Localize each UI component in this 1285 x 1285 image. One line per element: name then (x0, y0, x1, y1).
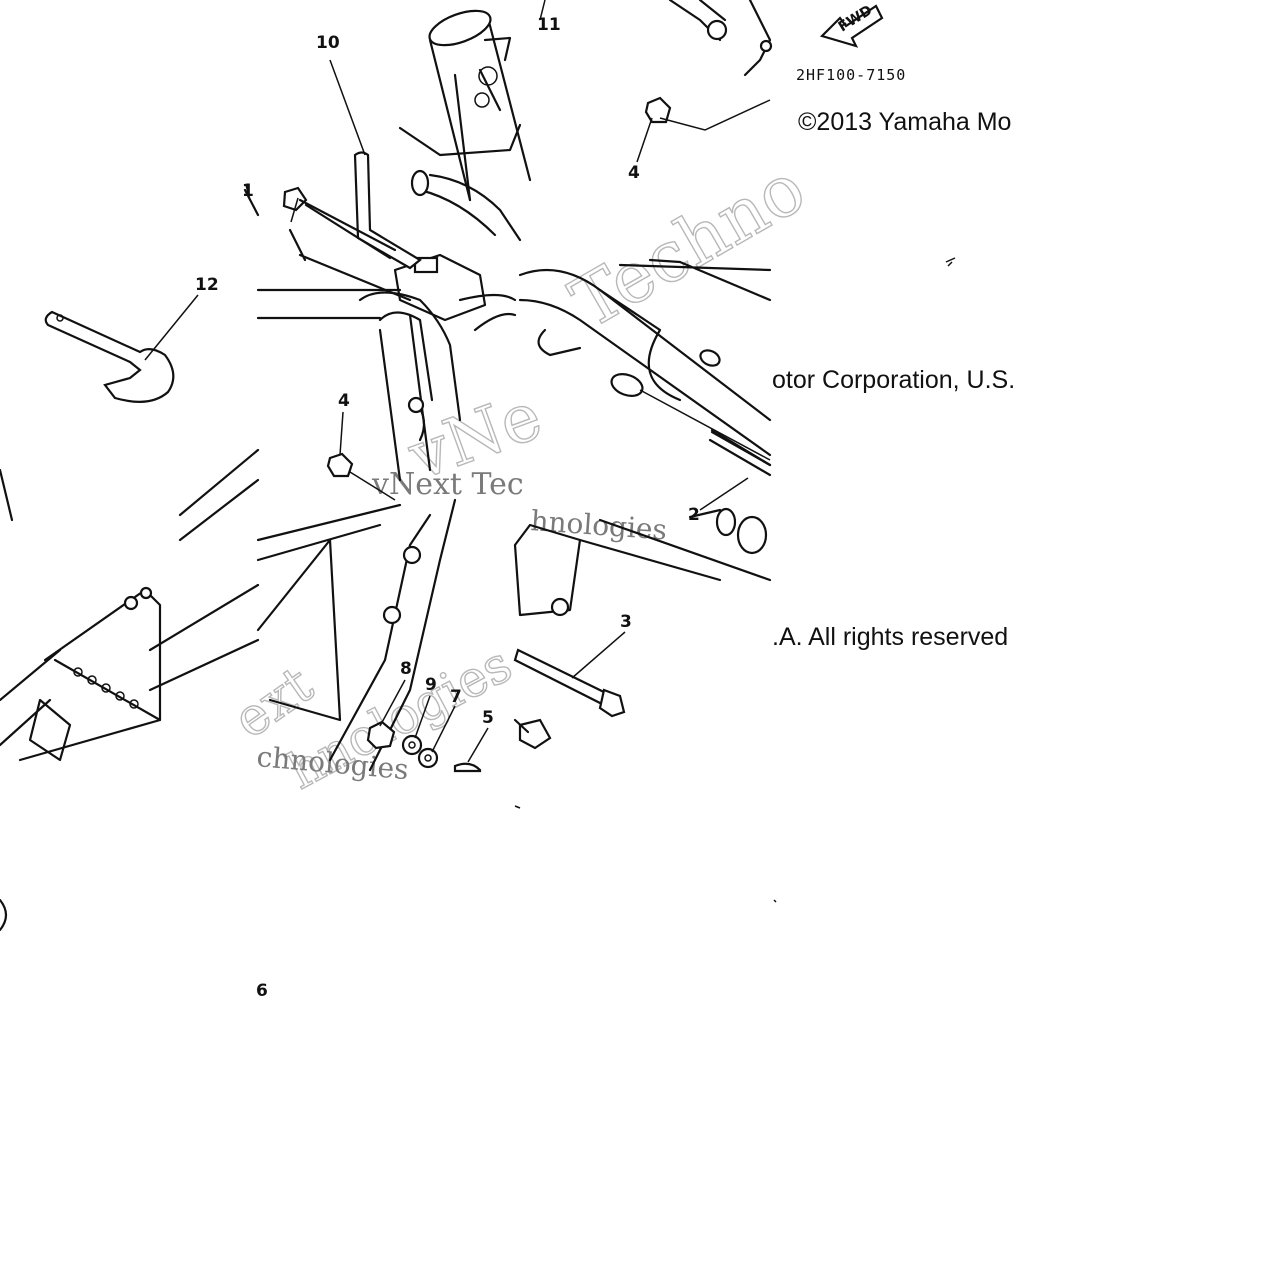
part-10-bent-rod (353, 151, 422, 270)
callout-10: 10 (316, 33, 340, 53)
part-4-nut-middle (326, 452, 354, 478)
part-code: 2HF100-7150 (796, 66, 906, 84)
callout-2: 2 (688, 505, 700, 525)
watermark-text-vnext: vNext Tec (371, 467, 524, 502)
callout-1: 1 (242, 181, 254, 201)
watermark-text-nologies: hnologies (530, 504, 669, 546)
callout-5: 5 (482, 708, 494, 728)
callout-8: 8 (400, 659, 412, 679)
hole-row (73, 667, 139, 709)
callout-numbers: 10 11 12 4 4 3 8 9 7 5 6 1 2 (195, 15, 700, 1001)
part-7-washer (417, 747, 439, 769)
callout-9: 9 (425, 675, 437, 695)
hardware: FWD (0, 0, 956, 932)
frame-drawing (0, 9, 772, 772)
part-9-washer (401, 734, 423, 756)
part-5-collar (453, 762, 482, 773)
callout-4-upper: 4 (628, 163, 640, 183)
leader-lines (144, 0, 771, 763)
copyright-segment-1: ©2013 Yamaha Mo (798, 108, 1012, 136)
callout-6: 6 (256, 981, 268, 1001)
part-12-wrench (44, 310, 175, 403)
watermark-text-techno: Techno (558, 147, 819, 345)
callout-11: 11 (537, 15, 561, 35)
copyright-segment-3: .A. All rights reserved (772, 623, 1009, 651)
part-3-long-bolt (513, 648, 626, 718)
part-4-nut-upper (644, 96, 672, 124)
watermark: Techno ext vNe hnologies vNext Tec hnolo… (222, 146, 819, 801)
callout-7: 7 (450, 687, 462, 707)
callout-3: 3 (620, 612, 632, 632)
copyright-segment-2: otor Corporation, U.S. (772, 366, 1016, 394)
part-1-bolt (282, 186, 397, 260)
callout-12: 12 (195, 275, 219, 295)
fwd-arrow: FWD (819, 2, 884, 48)
callout-4-middle: 4 (338, 391, 350, 411)
